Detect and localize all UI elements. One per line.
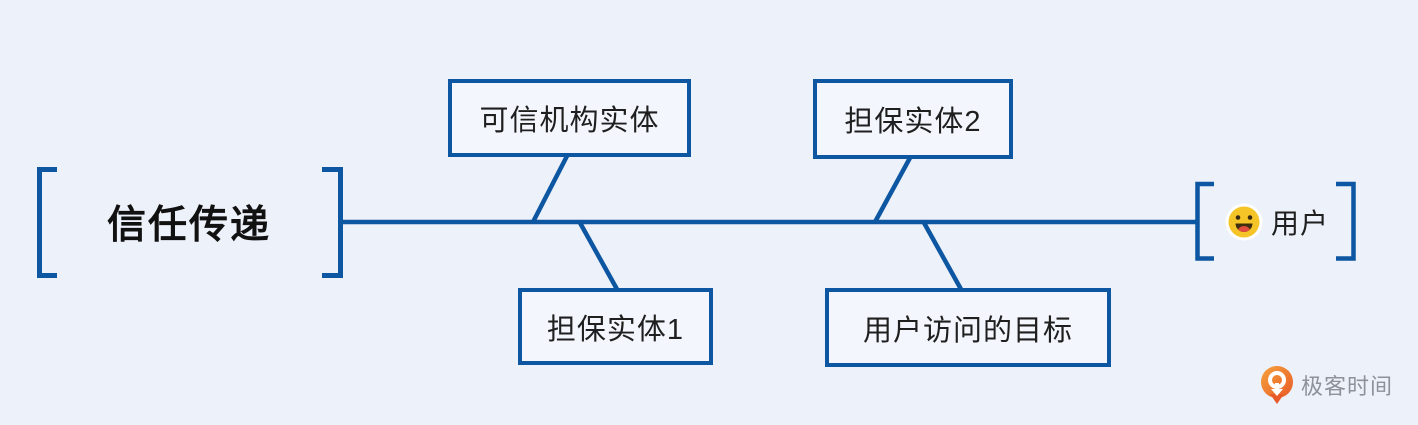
node-target: 用户访问的目标 xyxy=(825,288,1111,367)
node-guarantor1: 担保实体1 xyxy=(518,288,713,365)
title-bracket-left xyxy=(37,167,57,278)
node-target-label: 用户访问的目标 xyxy=(862,314,1073,347)
node-trusted-org: 可信机构实体 xyxy=(448,79,691,157)
smiling-face-emoji-icon xyxy=(1225,203,1263,241)
geektime-logo-icon xyxy=(1261,366,1293,404)
node-guarantor2-label: 担保实体2 xyxy=(844,106,982,138)
connector-guarantor2 xyxy=(873,154,913,224)
diagram-title: 信任传递 xyxy=(106,204,271,247)
title-bracket-right xyxy=(322,167,343,278)
user-bracket-left xyxy=(1195,181,1214,261)
connector-trusted-org xyxy=(530,154,570,224)
connector-target xyxy=(921,219,964,293)
connector-guarantor1 xyxy=(577,219,620,293)
node-trusted-org-label: 可信机构实体 xyxy=(479,105,660,137)
user-label: 用户 xyxy=(1271,208,1330,239)
user-bracket-right xyxy=(1336,181,1356,261)
brand-watermark: 极客时间 xyxy=(1259,365,1393,405)
node-guarantor1-label: 担保实体1 xyxy=(546,313,685,346)
brand-label: 极客时间 xyxy=(1301,374,1394,399)
node-guarantor2: 担保实体2 xyxy=(813,79,1013,159)
